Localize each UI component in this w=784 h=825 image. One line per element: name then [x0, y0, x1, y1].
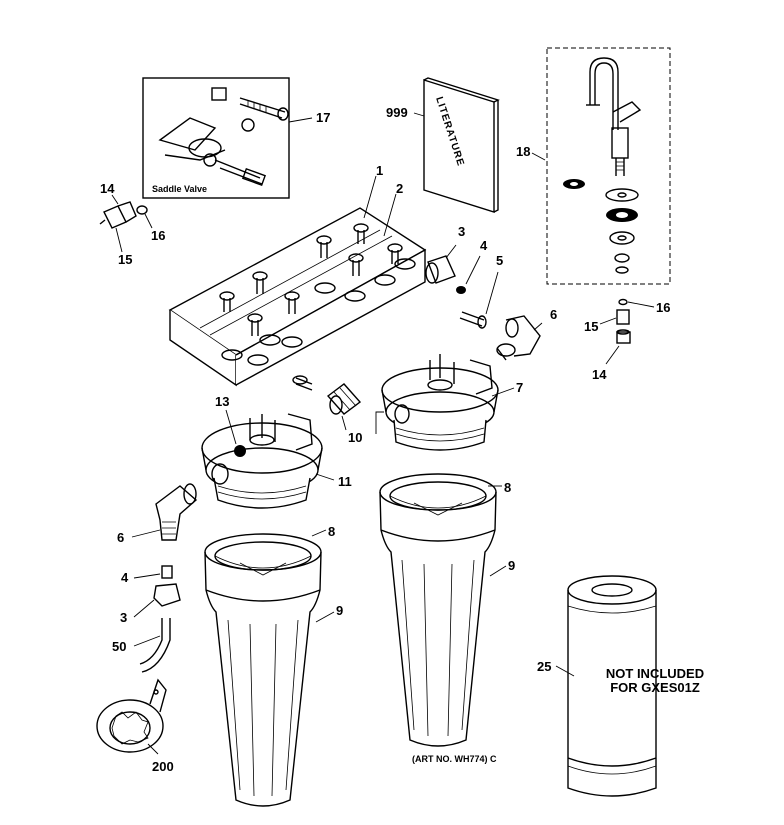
saddle-valve-inset: Saddle Valve [142, 77, 290, 199]
label-16-right: 16 [656, 300, 670, 315]
label-3-top: 3 [458, 224, 465, 239]
housing-wrench [96, 678, 167, 753]
label-16-left: 16 [151, 228, 165, 243]
label-999: 999 [386, 105, 408, 120]
filter-cartridge: NOT INCLUDED FOR GXES01Z [567, 575, 704, 797]
label-25: 25 [537, 659, 551, 674]
faucet-inset [546, 47, 671, 285]
label-1: 1 [376, 163, 383, 178]
label-6-left: 6 [117, 530, 124, 545]
hex-nipple [326, 383, 362, 415]
label-13: 13 [215, 394, 229, 409]
label-14-right: 14 [592, 367, 607, 382]
inlet-fittings [139, 483, 198, 673]
label-50: 50 [112, 639, 126, 654]
outlet-fittings [425, 255, 541, 361]
faucet-fittings [616, 298, 631, 344]
label-4-top: 4 [480, 238, 488, 253]
art-number: (ART NO. WH774) C [412, 754, 497, 764]
filter-head-left [201, 413, 323, 509]
label-8-right: 8 [504, 480, 511, 495]
label-15-left: 15 [118, 252, 132, 267]
label-9-left: 9 [336, 603, 343, 618]
note-line-2: FOR GXES01Z [610, 680, 700, 695]
literature-booklet: LITERATURE [423, 77, 500, 213]
label-6-right: 6 [550, 307, 557, 322]
label-9-right: 9 [508, 558, 515, 573]
label-18: 18 [516, 144, 530, 159]
saddle-valve-caption: Saddle Valve [152, 184, 207, 194]
left-compression-fittings [99, 201, 148, 229]
label-5: 5 [496, 253, 503, 268]
filter-housing-right [379, 473, 497, 747]
label-3-left: 3 [120, 610, 127, 625]
mounting-bracket [168, 207, 427, 391]
label-10: 10 [348, 430, 362, 445]
label-200: 200 [152, 759, 174, 774]
note-line-1: NOT INCLUDED [606, 666, 704, 681]
label-15-right: 15 [584, 319, 598, 334]
label-11: 11 [338, 474, 352, 489]
filter-head-right [381, 354, 499, 451]
label-2: 2 [396, 181, 403, 196]
label-17: 17 [316, 110, 330, 125]
label-7: 7 [516, 380, 523, 395]
label-8-left: 8 [328, 524, 335, 539]
label-4-left: 4 [121, 570, 129, 585]
label-14-left: 14 [100, 181, 115, 196]
filter-housing-left [204, 533, 322, 807]
